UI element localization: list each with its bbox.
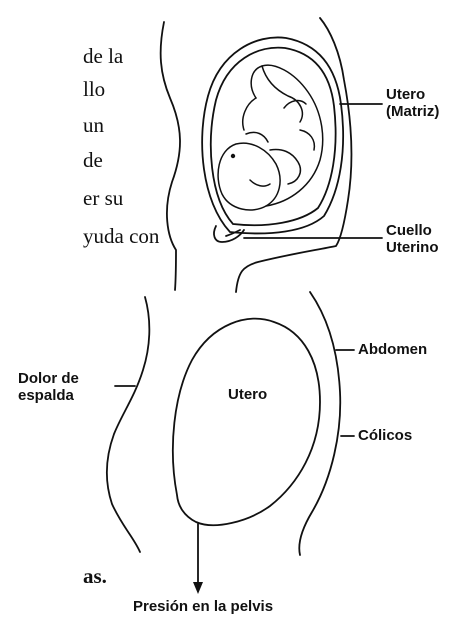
label-dolor-line1: Dolor de [18, 370, 79, 387]
fetus [218, 65, 323, 210]
bottom-back-contour [107, 297, 149, 552]
bottom-uterus [173, 319, 320, 526]
uterus-inner-wall [211, 48, 336, 226]
label-cuello-line1: Cuello [386, 222, 439, 239]
label-cuello-line2: Uterino [386, 239, 439, 256]
label-utero-matriz: Utero (Matriz) [386, 86, 439, 121]
label-utero-matriz-line2: (Matriz) [386, 103, 439, 120]
label-dolor-line2: espalda [18, 387, 79, 404]
label-cuello-uterino: Cuello Uterino [386, 222, 439, 257]
label-abdomen: Abdomen [358, 341, 427, 358]
label-utero: Utero [228, 386, 267, 403]
fetus-eye [231, 154, 235, 158]
bottom-belly-contour [299, 292, 340, 555]
label-utero-matriz-line1: Utero [386, 86, 439, 103]
label-colicos: Cólicos [358, 427, 412, 444]
pelvis-arrow-head [193, 582, 203, 594]
label-dolor-espalda: Dolor de espalda [18, 370, 79, 405]
top-back-contour [161, 22, 180, 290]
label-presion-pelvis: Presión en la pelvis [133, 598, 273, 615]
